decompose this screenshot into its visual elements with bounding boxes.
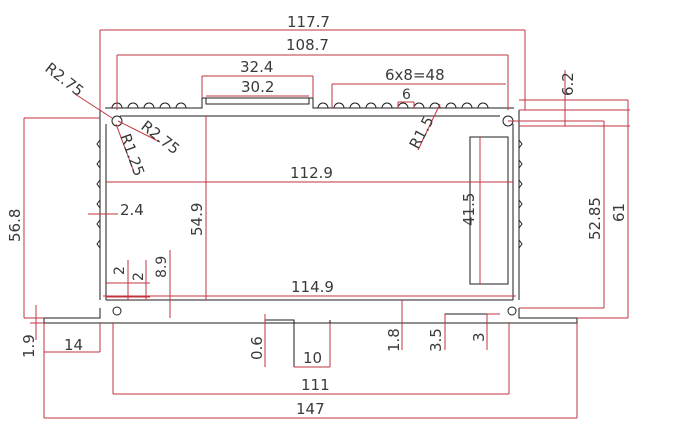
base-step: [444, 313, 488, 323]
label-right-inner-height: 52.85: [586, 197, 604, 240]
label-inner-height: 54.9: [188, 203, 206, 236]
dim-line-flange-width: [44, 323, 101, 353]
label-groove-pattern: 6x8=48: [385, 66, 445, 84]
label-top-slot-outer: 32.4: [240, 58, 273, 76]
label-left-height: 56.8: [6, 209, 24, 242]
dim-line-foot: [444, 313, 500, 350]
label-top-lip: 6.2: [559, 72, 577, 96]
label-groove-pitch: 6: [402, 87, 411, 103]
right-wall-fins: [518, 139, 523, 249]
label-inner-span: 108.7: [286, 36, 329, 54]
label-flange-width: 14: [64, 336, 83, 354]
label-r275-outer: R2.75: [42, 59, 88, 100]
dim-line-right-inner-height: [508, 120, 605, 309]
leader-r125: [115, 123, 135, 173]
label-rib-height: 1.8: [385, 328, 403, 352]
dim-line-inner-span: [116, 54, 509, 110]
label-foot-b: 3: [470, 332, 488, 342]
dim-line-rib-width: [294, 323, 331, 368]
dim-line-groove-pattern: [331, 83, 506, 108]
label-step-a: 2: [112, 266, 128, 275]
label-rib-gap: 0.6: [248, 336, 266, 360]
dim-line-top-lip: [519, 70, 630, 127]
label-r125: R1.25: [116, 131, 148, 178]
label-overall-width: 117.7: [287, 13, 330, 31]
label-step-c: 8.9: [154, 256, 170, 278]
dim-line-overall-width: [99, 29, 526, 110]
label-foot-a: 3.5: [427, 328, 445, 352]
dim-line-right-height: [519, 99, 629, 319]
label-flange-thickness: 1.9: [20, 334, 38, 358]
top-slot-inner: [205, 98, 310, 105]
leader-r15: [417, 103, 441, 151]
label-base-overall: 147: [296, 400, 325, 418]
label-base-inner: 111: [301, 376, 330, 394]
label-r275-inner: R2.75: [138, 117, 184, 158]
left-wall-fins: [96, 139, 101, 249]
label-window: 41.5: [460, 193, 478, 226]
dimension-labels: 117.7 108.7 32.4 30.2 6x8=48 6 6.2 R2.75…: [6, 13, 628, 418]
dimension-lines: [23, 29, 630, 419]
profile-outline: [43, 97, 578, 367]
label-top-slot-inner: 30.2: [241, 78, 274, 96]
label-inner-width: 112.9: [290, 164, 333, 182]
boss-bottom-left: [112, 306, 122, 316]
label-step-b: 2: [131, 272, 147, 281]
label-bottom-inner: 114.9: [291, 278, 334, 296]
dim-line-top-slot-outer: [201, 75, 314, 98]
label-wall: 2.4: [120, 201, 144, 219]
boss-bottom-right: [507, 306, 517, 316]
side-window: [469, 136, 509, 285]
dim-line-base-inner: [112, 323, 510, 395]
dim-line-groove-pitch: [397, 101, 415, 108]
dim-line-flange-thickness: [30, 305, 44, 340]
leader-r275-inner: [117, 120, 161, 143]
label-right-height: 61: [610, 203, 628, 222]
dim-line-steps: [106, 250, 171, 318]
leader-r275-outer: [74, 93, 113, 119]
dim-line-base-overall: [43, 323, 578, 419]
boss-top-left: [111, 115, 123, 127]
label-rib-width: 10: [303, 349, 322, 367]
base-plate: [43, 308, 578, 324]
dim-line-left-height: [23, 117, 100, 319]
